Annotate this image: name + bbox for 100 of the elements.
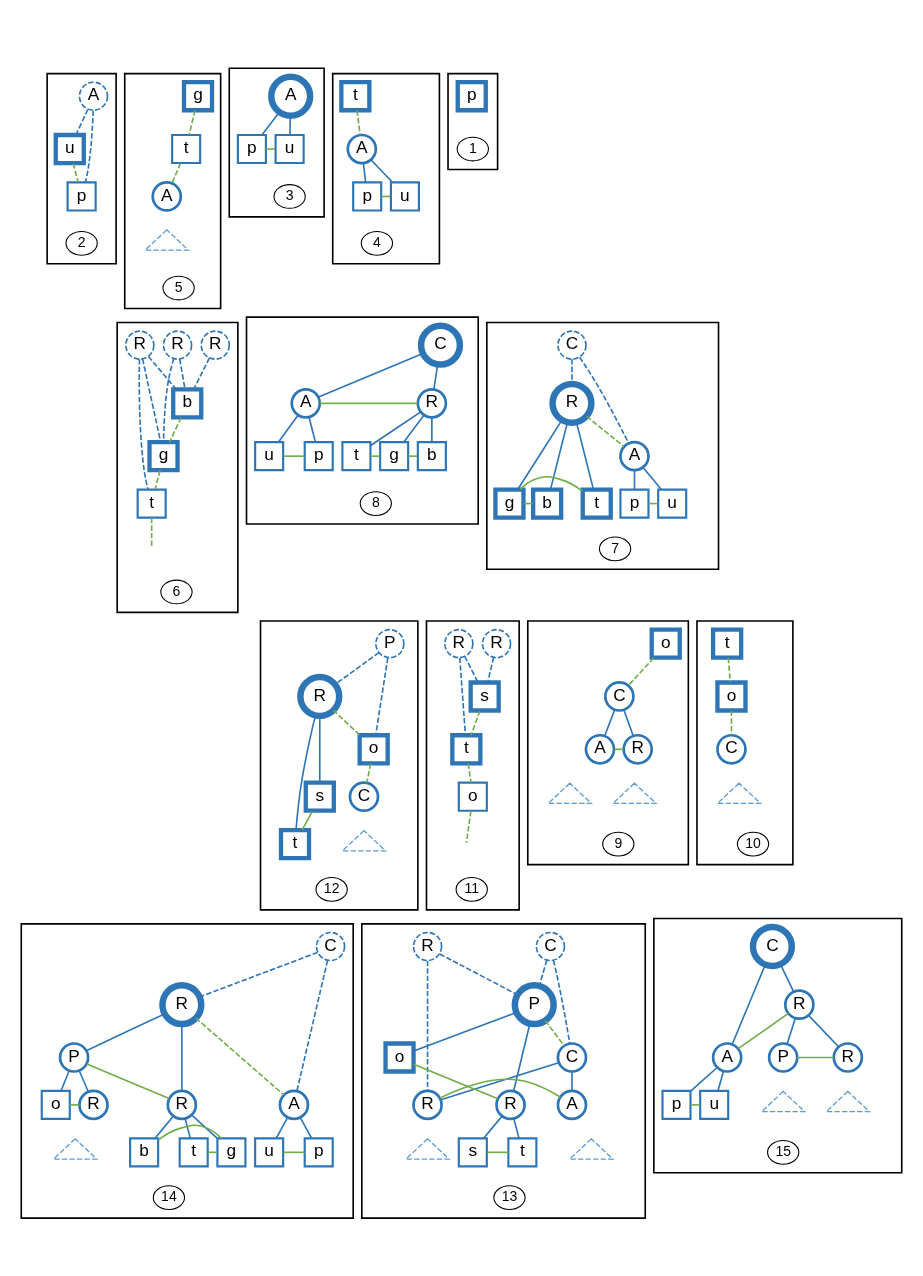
node-box: u [254,441,285,472]
cluster [331,72,441,265]
node-circle: R [78,1089,109,1121]
connector [184,1118,192,1139]
connector [365,762,372,784]
connector [75,108,89,136]
connector [623,709,634,737]
node-box: g [379,441,410,472]
connector [154,469,161,491]
connector [727,657,732,684]
connector [439,1078,562,1099]
node-circle: A [278,1089,310,1121]
connector [374,657,389,736]
node-box: u [657,488,688,519]
connector [407,455,419,457]
node-ellipse: 8 [359,491,392,516]
connector [464,655,479,684]
node-circle: R [200,330,231,360]
node-circle: R [549,380,595,426]
node-circle: A [619,440,650,472]
node-ellipse: 10 [736,831,770,857]
connector [261,111,281,136]
cluster [486,321,720,571]
node-box: t [341,441,372,472]
connector [426,960,429,1092]
connector [192,357,211,391]
connector [296,959,329,1092]
connector [786,1017,797,1045]
node-box: p [455,80,488,113]
node-circle: R [412,931,443,962]
node-circle: C [557,330,587,360]
node-circle: R [481,628,512,659]
node-circle: A [268,73,314,119]
node-ellipse: 11 [455,877,488,902]
connector [467,762,472,784]
connector [150,517,153,549]
node-circle: A [290,388,322,419]
connector [633,469,636,491]
connector [717,1070,725,1092]
node-circle: R [832,1042,864,1073]
connector [613,748,625,751]
node-box: t [339,80,372,113]
node-circle: A [556,1089,588,1121]
connector [439,953,519,996]
connector [369,411,422,447]
connector [796,1056,835,1059]
node-ellipse: 2 [65,230,98,256]
connector [519,475,584,492]
connector [317,352,424,398]
cluster [653,917,903,1174]
node-box: t [136,488,167,519]
node-box: t [710,627,744,660]
connector [282,455,306,457]
node-circle: R [166,1089,198,1121]
connector [578,356,630,445]
node-ellipse: 1 [456,136,489,162]
connector [277,414,299,443]
node-circle: C [535,931,566,962]
node-box: s [303,780,336,813]
node-box: b [531,487,564,520]
connector [72,162,79,184]
connector [486,656,495,684]
connector [289,115,292,136]
connector [138,358,149,491]
connector [585,415,625,448]
connector [78,1070,90,1093]
connector [807,1014,840,1048]
node-circle: R [297,673,343,720]
node-triangle [715,782,763,805]
connector [730,710,733,736]
node-ellipse: 6 [160,579,193,605]
node-box: s [457,1137,488,1168]
node-box: p [619,488,650,519]
node-ellipse: 12 [315,877,348,902]
connector [552,959,571,1045]
connector [299,1117,313,1139]
connector [470,710,481,736]
node-box: o [40,1089,71,1120]
connector [195,1017,285,1096]
cluster [20,923,354,1219]
connector [157,1124,222,1141]
node-box: g [181,80,215,113]
node-circle: R [162,330,193,360]
connector [275,1117,289,1139]
connector [544,1019,565,1047]
connector [431,416,433,443]
cluster [46,72,117,265]
node-box: u [699,1089,730,1120]
connector [265,148,277,150]
connector [517,419,563,491]
node-box: p [236,133,267,165]
connector [482,1115,503,1140]
node-box: o [649,627,682,660]
node-box: t [178,1137,209,1168]
node-circle: C [348,781,380,813]
connector [334,651,380,685]
connector [154,1115,174,1140]
node-ellipse: 7 [598,536,632,562]
connector [571,1071,573,1092]
node-box: g [216,1137,247,1168]
